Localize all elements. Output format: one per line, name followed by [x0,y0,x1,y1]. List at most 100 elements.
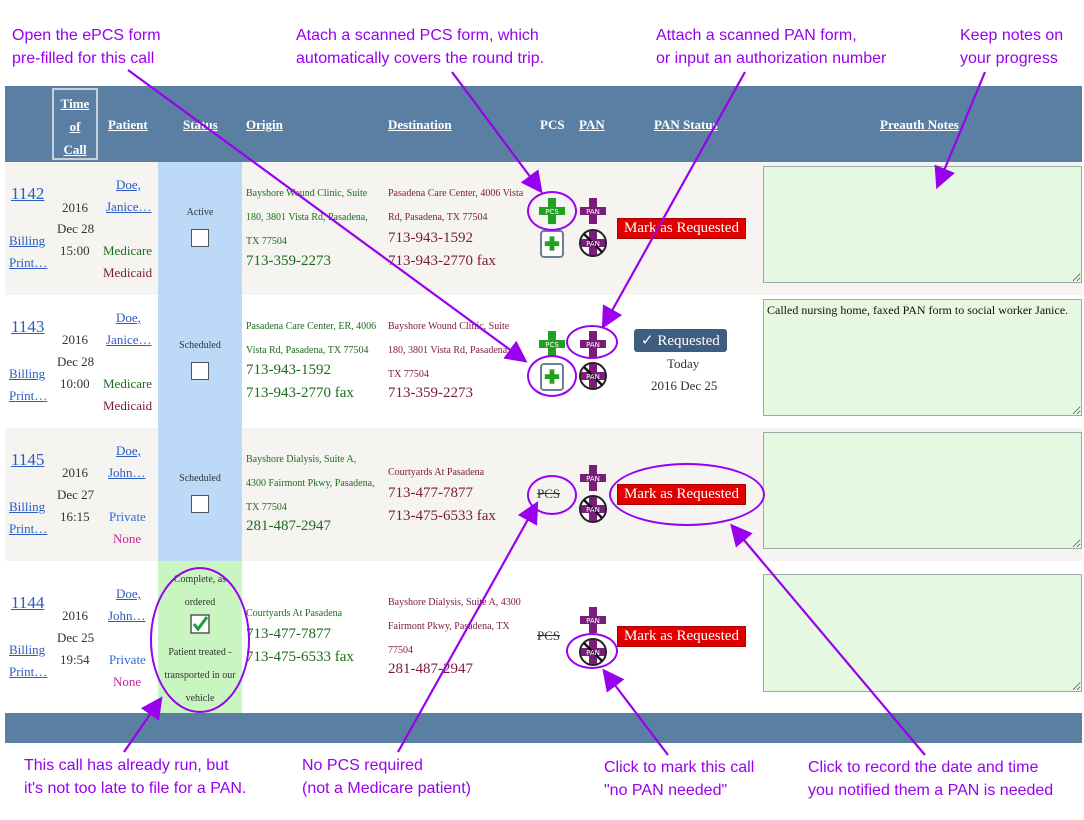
origin-phone: 713-477-7877 [246,626,331,642]
insurance-secondary: None [113,674,142,689]
origin-fax: 713-475-6533 fax [246,649,354,665]
patient-link-2[interactable]: Janice… [106,199,152,214]
call-date: Dec 28 [57,221,95,236]
svg-text:PAN: PAN [586,506,600,514]
billing-link[interactable]: Billing [9,499,46,514]
pcs-not-required: PCS [537,628,561,643]
insurance-primary: Medicare [103,243,153,258]
destination-phone: 713-943-1592 [388,230,473,246]
print-link[interactable]: Print… [9,388,48,403]
header-pcs: PCS [540,117,565,132]
highlight-ring [150,567,250,713]
billing-link[interactable]: Billing [9,642,46,657]
destination-fax: 713-943-2770 fax [388,253,496,269]
callout-pcs: Atach a scanned PCS form, which automati… [296,27,545,67]
print-link[interactable]: Print… [9,664,48,679]
highlight-ring [566,325,618,359]
requested-when: Today [667,356,700,371]
svg-text:PAN: PAN [586,208,600,216]
highlight-ring [527,355,577,397]
call-time: 10:00 [60,376,90,391]
call-year: 2016 [62,200,88,215]
highlight-ring [609,463,765,526]
patient-link-2[interactable]: John… [108,465,146,480]
no-pan-needed-icon[interactable]: PAN [579,229,607,262]
call-number-link[interactable]: 1145 [11,450,45,469]
header-pan-status[interactable]: PAN Status [654,117,718,132]
status-checkbox[interactable] [191,362,209,385]
origin-phone: 281-487-2947 [246,518,331,534]
svg-text:PAN: PAN [586,617,600,625]
status-checkbox[interactable] [191,495,209,518]
call-date: Dec 28 [57,354,95,369]
highlight-ring [566,633,618,669]
requested-button[interactable]: ✓ Requested [634,329,727,352]
billing-link[interactable]: Billing [9,233,46,248]
call-date: Dec 25 [57,630,95,645]
patient-link-2[interactable]: Janice… [106,332,152,347]
status-checkbox[interactable] [191,229,209,252]
header-origin[interactable]: Origin [246,117,283,132]
print-link[interactable]: Print… [9,521,48,536]
call-time: 15:00 [60,243,90,258]
call-time: 19:54 [60,652,90,667]
no-pan-needed-icon[interactable]: PAN [579,495,607,528]
mark-as-requested-button[interactable]: Mark as Requested [617,626,746,647]
status-text: Scheduled [179,340,221,351]
preauth-notes-field[interactable]: Called nursing home, faxed PAN form to s… [763,299,1082,416]
table-footer [5,713,1082,743]
origin-fax: 713-943-2770 fax [246,385,354,401]
preauth-notes-field[interactable] [763,574,1082,692]
callout-already-run: This call has already run, but it's not … [24,757,247,797]
epcs-tablet-icon[interactable] [540,230,564,263]
patient-link[interactable]: Doe, [116,177,141,192]
pcs-plus-icon[interactable]: PCS [539,331,565,362]
destination-phone: 713-477-7877 [388,485,473,501]
mark-as-requested-button[interactable]: Mark as Requested [617,218,746,239]
header-pan[interactable]: PAN [579,117,605,132]
preauth-notes-field[interactable] [763,166,1082,283]
highlight-ring [527,475,577,515]
origin-phone: 713-359-2273 [246,253,331,269]
insurance-primary: Private [109,652,146,667]
destination-fax: 713-475-6533 fax [388,508,496,524]
patient-link[interactable]: Doe, [116,586,141,601]
svg-text:PAN: PAN [586,373,600,381]
svg-text:PAN: PAN [586,240,600,248]
pan-plus-icon[interactable]: PAN [580,607,606,638]
header-patient[interactable]: Patient [108,117,148,132]
patient-link[interactable]: Doe, [116,443,141,458]
pan-plus-icon[interactable]: PAN [580,465,606,496]
no-pan-needed-icon[interactable]: PAN [579,362,607,395]
billing-link[interactable]: Billing [9,366,46,381]
insurance-primary: Medicare [103,376,153,391]
call-number-link[interactable]: 1143 [11,317,45,336]
header-destination[interactable]: Destination [388,117,452,132]
call-year: 2016 [62,608,88,623]
patient-link-2[interactable]: John… [108,608,146,623]
requested-date: 2016 Dec 25 [651,378,718,393]
patient-link[interactable]: Doe, [116,310,141,325]
svg-text:PCS: PCS [545,341,559,349]
status-text: Active [186,207,214,218]
destination-phone: 281-487-2947 [388,661,473,677]
header-time-of-call[interactable]: Time of Call [52,88,98,160]
call-number-link[interactable]: 1144 [11,593,45,612]
header-status[interactable]: Status [183,117,218,132]
origin-phone: 713-943-1592 [246,362,331,378]
callout-pan: Attach a scanned PAN form, or input an a… [656,27,887,67]
callout-record: Click to record the date and time you no… [808,759,1054,799]
pan-plus-icon[interactable]: PAN [580,198,606,229]
header-preauth-notes[interactable]: Preauth Notes [880,117,959,132]
print-link[interactable]: Print… [9,255,48,270]
status-text: Scheduled [179,473,221,484]
call-number-link[interactable]: 1142 [11,184,45,203]
callout-no-pcs: No PCS required (not a Medicare patient) [302,757,471,797]
insurance-primary: Private [109,509,146,524]
origin-address: Courtyards At Pasadena [246,608,343,619]
preauth-notes-field[interactable] [763,432,1082,549]
